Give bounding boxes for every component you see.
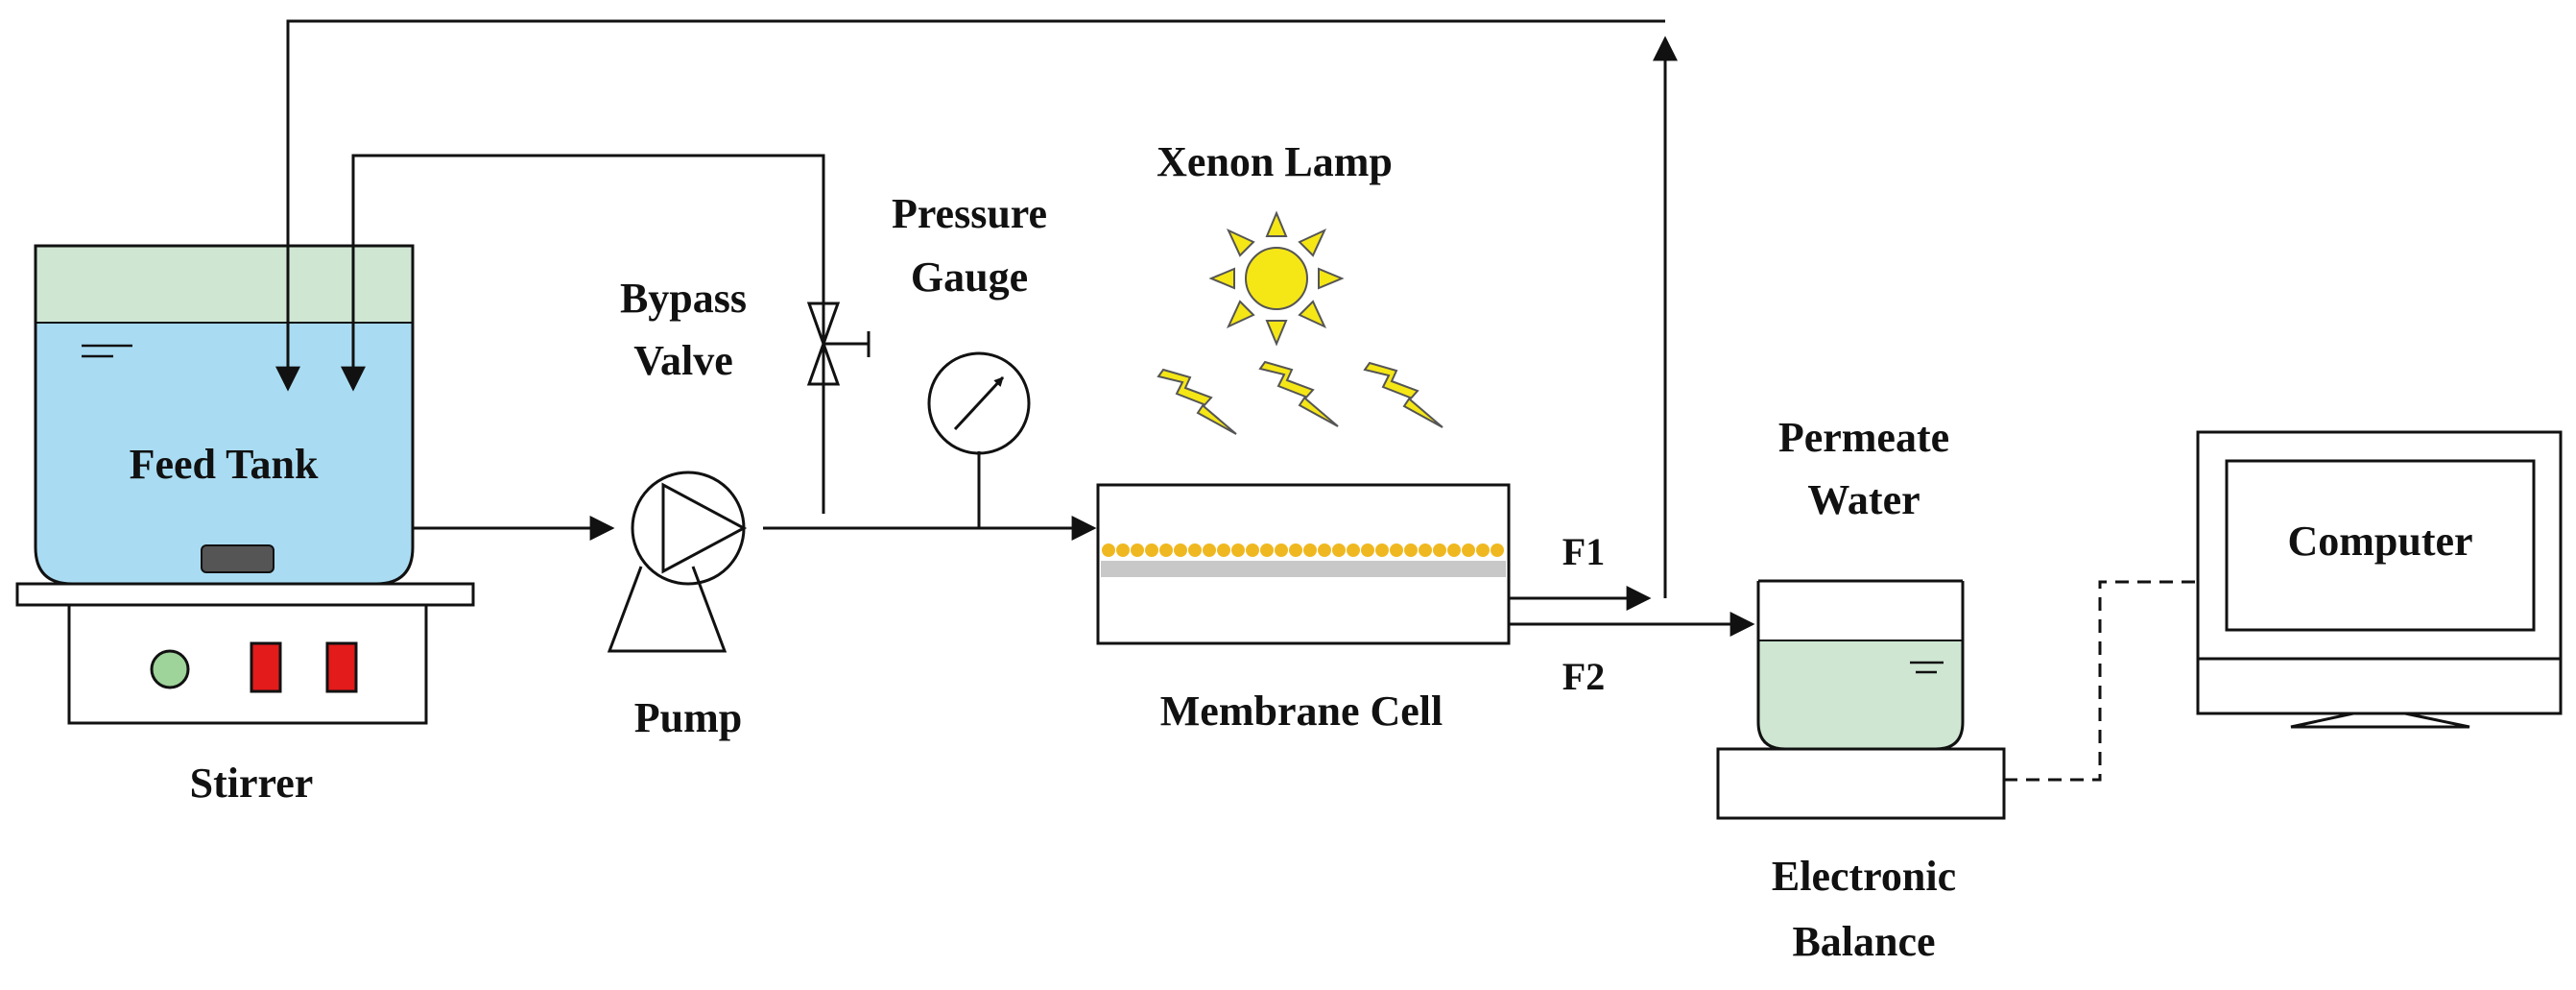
sun-icon	[1208, 210, 1345, 347]
pressure-gauge-label-1: Pressure	[892, 190, 1047, 237]
valve-icon[interactable]	[806, 302, 871, 386]
permeate-water-label-2: Water	[1807, 476, 1920, 523]
permeate-beaker	[1756, 579, 1965, 751]
monitor-icon: Computer	[2196, 430, 2563, 729]
data-cable	[2004, 580, 2198, 782]
feed-tank-liquid	[36, 323, 413, 584]
lightning-icon	[1157, 360, 1443, 435]
electronic-balance-label-1: Electronic	[1772, 853, 1956, 900]
computer-label: Computer	[2287, 518, 2472, 565]
electronic-balance	[1716, 747, 2006, 820]
f2-label: F2	[1562, 655, 1605, 698]
stirrer-switch-2[interactable]	[325, 641, 358, 693]
top-return-line	[275, 19, 1665, 392]
electronic-balance-label-2: Balance	[1792, 918, 1935, 965]
f1-label: F1	[1562, 530, 1605, 573]
xenon-lamp-label: Xenon Lamp	[1157, 138, 1393, 185]
membrane-support	[1101, 561, 1506, 577]
stirrer: Stirrer	[15, 582, 475, 807]
stirrer-body	[67, 603, 428, 725]
stirrer-switch-1[interactable]	[250, 641, 282, 693]
stirrer-plate	[15, 582, 475, 607]
permeate-water-label-1: Permeate	[1778, 414, 1949, 461]
stirrer-label: Stirrer	[190, 760, 314, 807]
pump-icon: Pump	[607, 471, 748, 741]
pump-label: Pump	[634, 694, 742, 741]
bypass-valve-label-2: Valve	[633, 337, 733, 384]
bypass-return-line	[341, 154, 825, 514]
bypass-valve-label-1: Bypass	[620, 275, 747, 322]
stir-bar	[201, 544, 274, 573]
membrane-particles	[1102, 543, 1504, 557]
membrane-cell: Membrane Cell	[1096, 483, 1511, 735]
feed-tank-label: Feed Tank	[130, 441, 319, 488]
stirrer-knob[interactable]	[150, 649, 190, 689]
feed-tank-headspace	[36, 246, 413, 323]
gauge-icon	[927, 351, 1031, 455]
pressure-gauge-label-2: Gauge	[911, 254, 1028, 301]
feed-tank: Feed Tank	[34, 244, 415, 586]
membrane-cell-label: Membrane Cell	[1160, 688, 1443, 735]
